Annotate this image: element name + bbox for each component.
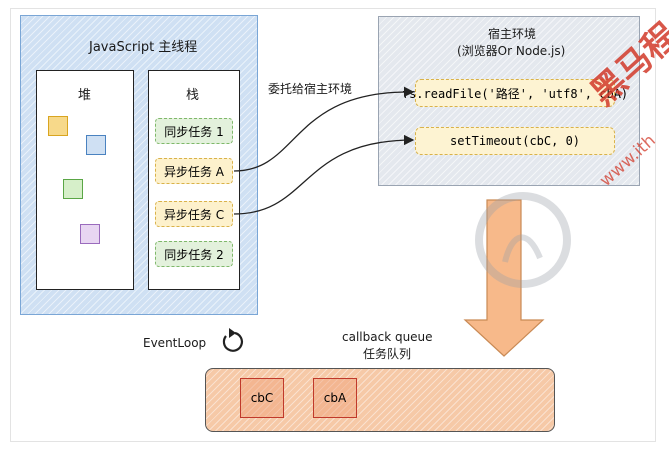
heap-object-purple <box>80 224 100 244</box>
stack-item-async-c: 异步任务 C <box>155 201 233 227</box>
event-loop-label: EventLoop <box>143 336 207 350</box>
connector-async-a <box>233 86 415 172</box>
heap-object-blue <box>86 135 106 155</box>
api-fs-readfile: fs.readFile('路径', 'utf8', cbA) <box>402 79 628 107</box>
heap-object-green <box>63 179 83 199</box>
queue-item-cbc: cbC <box>240 378 284 418</box>
api-settimeout: setTimeout(cbC, 0) <box>415 127 615 155</box>
heap-box <box>36 70 134 290</box>
refresh-icon <box>222 328 244 352</box>
callback-queue-subtitle: 任务队列 <box>363 347 412 361</box>
stack-label: 栈 <box>186 88 200 103</box>
js-main-thread-title: JavaScript 主线程 <box>89 40 198 55</box>
delegate-label: 委托给宿主环境 <box>268 82 353 96</box>
callback-queue-title: callback queue <box>342 330 433 344</box>
down-arrow <box>463 199 545 357</box>
diagram-frame <box>10 8 656 442</box>
heap-label: 堆 <box>78 88 92 103</box>
watermark-logo-icon <box>475 192 571 288</box>
host-environment-subtitle: (浏览器Or Node.js) <box>457 44 566 58</box>
stack-item-sync-2: 同步任务 2 <box>155 241 233 267</box>
host-environment-title: 宿主环境 <box>488 27 537 41</box>
stack-item-sync-1: 同步任务 1 <box>155 118 233 144</box>
heap-object-yellow <box>48 116 68 136</box>
stack-item-async-a: 异步任务 A <box>155 158 233 184</box>
queue-item-cba: cbA <box>313 378 357 418</box>
connector-async-c <box>233 134 415 215</box>
